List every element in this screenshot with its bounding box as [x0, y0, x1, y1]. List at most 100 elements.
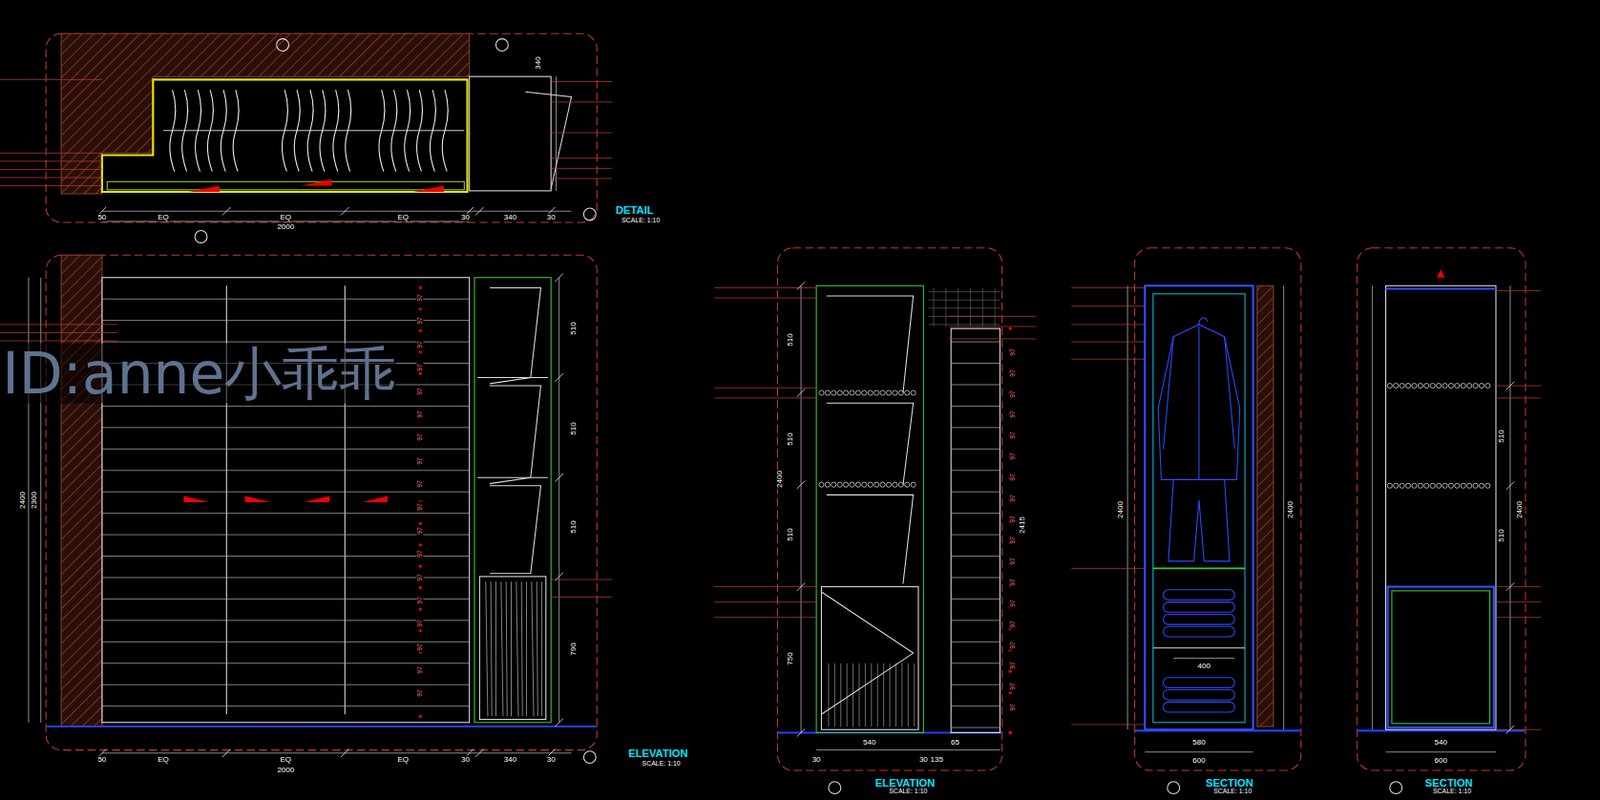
dimension-text: 2400 — [1286, 501, 1295, 521]
panel-frame — [45, 254, 597, 750]
dimension-tick — [340, 749, 350, 758]
hanger-symbol — [442, 89, 448, 172]
shelf — [1153, 568, 1245, 570]
hanger-symbol — [207, 89, 213, 172]
hanger-symbol — [307, 89, 314, 172]
watermark: ID:anne小乖乖 — [1, 343, 397, 404]
dimension-text: 30 — [546, 212, 557, 221]
lower-panel — [479, 576, 546, 720]
leader-line — [1071, 305, 1145, 307]
glass-shelf — [1430, 483, 1435, 488]
glass-shelf — [1417, 483, 1423, 488]
hanger-symbol — [281, 89, 288, 172]
shelf-side — [489, 485, 541, 574]
leader-line — [714, 287, 817, 289]
leader-line — [1495, 586, 1541, 588]
carcass — [1144, 285, 1253, 730]
slat-dimension: 97 — [1010, 556, 1017, 567]
leader-line — [1071, 723, 1145, 725]
dimension-text: 400 — [1197, 662, 1212, 671]
glass-shelf — [1411, 382, 1417, 388]
hanger-symbol — [378, 89, 385, 172]
dimension-text: 65 — [949, 738, 961, 747]
open-cabinet — [474, 277, 551, 723]
dimension-tick — [419, 608, 422, 611]
glass-shelf — [1417, 382, 1423, 388]
dimension-line — [800, 285, 802, 733]
door-slat — [950, 727, 1000, 729]
arrow-mark — [361, 495, 388, 502]
slat-dimension: 97 — [1010, 661, 1017, 672]
glass-shelf — [1460, 483, 1466, 488]
leader-line — [948, 326, 1036, 328]
glass-shelf — [885, 390, 891, 396]
slat-dimension: 97 — [1010, 640, 1017, 651]
dimension-text: 600 — [1433, 757, 1449, 765]
arrow-mark — [304, 495, 331, 502]
glass-shelf — [862, 482, 867, 487]
leader-line — [1495, 290, 1541, 292]
slat-dimension: 97 — [417, 409, 424, 420]
dimension-text: 2000 — [275, 223, 295, 232]
wood-grain — [541, 581, 543, 716]
dimension-text: 540 — [1433, 738, 1449, 747]
leader-line — [0, 168, 103, 170]
dimension-text: 30 — [460, 756, 471, 764]
leader-line — [550, 131, 612, 133]
front-elevation — [28, 254, 597, 763]
dimension-text: 510 — [786, 431, 795, 446]
wood-grain — [834, 663, 836, 727]
glass-shelf — [874, 482, 880, 487]
dimension-tick — [419, 286, 422, 290]
slat-dimension: 97 — [1010, 431, 1017, 442]
glass-shelf — [1467, 382, 1473, 388]
leader-line — [0, 332, 118, 334]
dimension-line — [816, 749, 1000, 751]
folded-cloth — [1163, 701, 1236, 713]
leader-line — [714, 397, 817, 399]
glass-shelf — [874, 390, 880, 396]
dimension-text: 510 — [1497, 429, 1506, 444]
dimension-text: 30 — [460, 212, 471, 221]
leader-line — [0, 79, 103, 81]
glass-shelf — [819, 482, 824, 487]
dimension-line — [1144, 751, 1253, 753]
glass-shelf — [892, 390, 898, 396]
slat-dimension: 97 — [1010, 410, 1017, 421]
door-slat — [102, 598, 470, 600]
slat-dimension: 97 — [417, 432, 424, 443]
glass-shelf — [855, 482, 861, 487]
door-slat — [950, 426, 1000, 428]
door-slat — [102, 534, 470, 536]
hanger-symbol — [391, 89, 398, 172]
slat-dimension: 97 — [417, 572, 424, 583]
dimension-tick — [475, 207, 485, 216]
dimension-tick — [222, 207, 232, 216]
hanger-symbol — [429, 89, 436, 172]
brick-hatch — [928, 307, 1001, 309]
slat-dimension: 97 — [1010, 514, 1017, 525]
dimension-text: 50 — [96, 756, 107, 764]
dimension-text: 510 — [1497, 527, 1506, 543]
dimension-text: EQ — [396, 756, 410, 764]
glass-shelf — [837, 482, 843, 487]
leader-line — [550, 101, 612, 103]
trousers — [1168, 479, 1230, 562]
leader-line — [550, 178, 612, 180]
scale-note: SCALE: 1:10 — [620, 216, 661, 224]
dimension-text: EQ — [279, 756, 294, 764]
leader-line — [1071, 568, 1145, 569]
panel-frame — [1357, 248, 1526, 771]
door-slat — [102, 298, 470, 300]
lower-box — [1388, 587, 1495, 729]
leader-line — [714, 616, 817, 618]
folded-cloth — [1163, 602, 1236, 613]
dimension-tick — [797, 388, 806, 398]
dimension-line — [1283, 285, 1285, 730]
dimension-text: 340 — [503, 756, 518, 764]
wood-grain — [505, 581, 507, 716]
glass-shelf — [880, 482, 885, 487]
wood-grain — [531, 581, 534, 716]
door-slat — [102, 619, 470, 621]
